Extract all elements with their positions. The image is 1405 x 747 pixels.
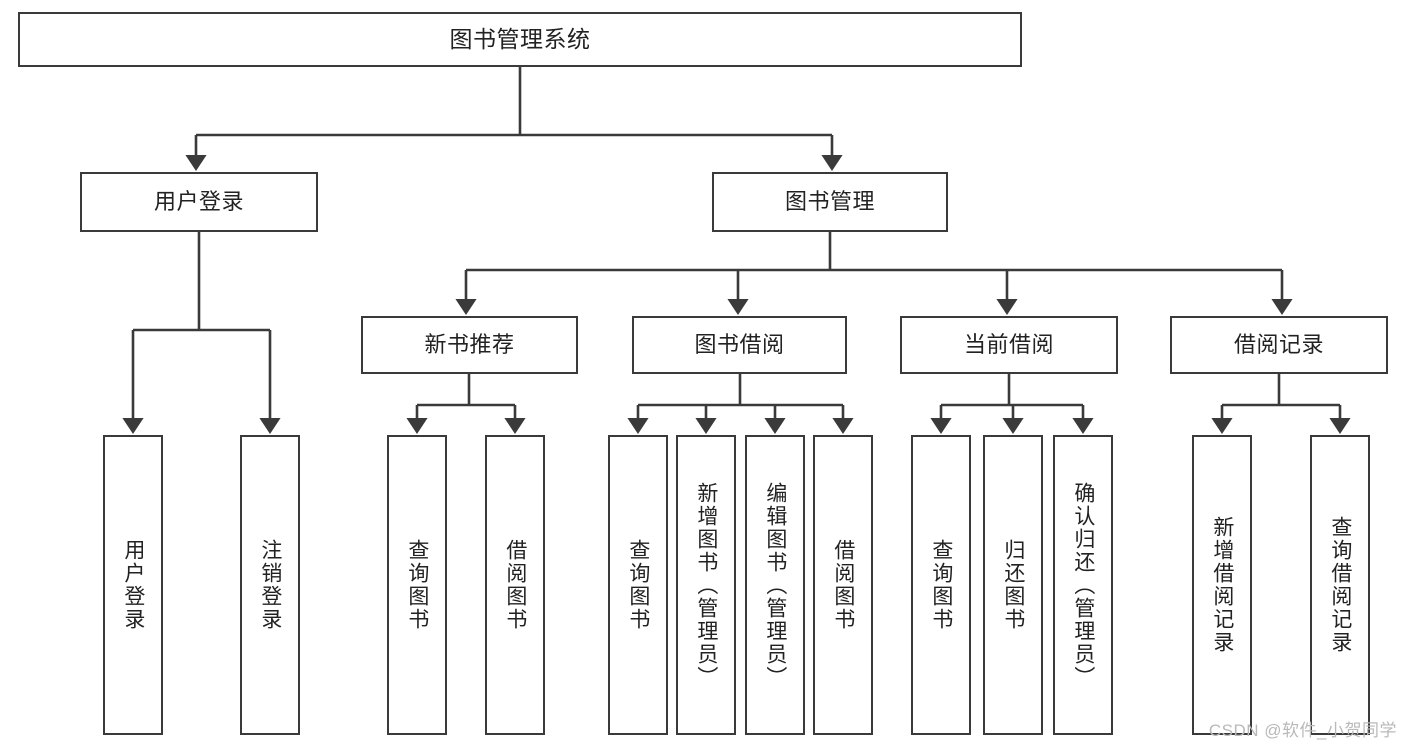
leaf-add-book-admin-label: 新增图书（管理员） [694, 481, 718, 689]
node-book-management[interactable]: 图书管理 [712, 172, 948, 232]
node-borrow-record[interactable]: 借阅记录 [1170, 316, 1388, 374]
leaf-borrow-book-label: 借阅图书 [831, 539, 855, 631]
leaf-user-login[interactable]: 用户登录 [103, 435, 163, 735]
node-root[interactable]: 图书管理系统 [18, 12, 1022, 67]
leaf-confirm-return-admin-label: 确认归还（管理员） [1071, 481, 1095, 689]
watermark-text: CSDN @软件_小贺同学 [1208, 721, 1397, 740]
node-current-borrow[interactable]: 当前借阅 [900, 316, 1118, 374]
leaf-confirm-return-admin[interactable]: 确认归还（管理员） [1053, 435, 1113, 735]
leaf-return-book[interactable]: 归还图书 [983, 435, 1043, 735]
leaf-query-borrow-record[interactable]: 查询借阅记录 [1310, 435, 1370, 735]
leaf-user-logout[interactable]: 注销登录 [240, 435, 300, 735]
leaf-query-book-borrow[interactable]: 查询图书 [608, 435, 668, 735]
node-new-book-recommend-label: 新书推荐 [424, 331, 515, 357]
node-book-borrow[interactable]: 图书借阅 [632, 316, 847, 374]
leaf-add-borrow-record-label: 新增借阅记录 [1210, 516, 1234, 654]
leaf-query-book-current[interactable]: 查询图书 [911, 435, 971, 735]
leaf-query-book-borrow-label: 查询图书 [626, 539, 650, 631]
leaf-borrow-book-recommend[interactable]: 借阅图书 [485, 435, 545, 735]
node-root-label: 图书管理系统 [449, 25, 591, 52]
leaf-return-book-label: 归还图书 [1001, 539, 1025, 631]
node-borrow-record-label: 借阅记录 [1233, 331, 1324, 357]
leaf-query-book-recommend[interactable]: 查询图书 [387, 435, 447, 735]
node-book-borrow-label: 图书借阅 [694, 331, 785, 357]
leaf-edit-book-admin[interactable]: 编辑图书（管理员） [745, 435, 805, 735]
leaf-add-book-admin[interactable]: 新增图书（管理员） [676, 435, 736, 735]
node-current-borrow-label: 当前借阅 [963, 331, 1054, 357]
node-user-login-label: 用户登录 [153, 188, 244, 214]
node-book-management-label: 图书管理 [784, 188, 875, 214]
leaf-borrow-book[interactable]: 借阅图书 [813, 435, 873, 735]
leaf-edit-book-admin-label: 编辑图书（管理员） [763, 481, 787, 689]
leaf-query-book-current-label: 查询图书 [929, 539, 953, 631]
leaf-query-borrow-record-label: 查询借阅记录 [1328, 516, 1352, 654]
leaf-user-logout-label: 注销登录 [258, 539, 282, 631]
node-user-login[interactable]: 用户登录 [80, 172, 318, 232]
leaf-query-book-recommend-label: 查询图书 [405, 539, 429, 631]
leaf-add-borrow-record[interactable]: 新增借阅记录 [1192, 435, 1252, 735]
node-new-book-recommend[interactable]: 新书推荐 [361, 316, 578, 374]
leaf-user-login-label: 用户登录 [121, 539, 145, 631]
leaf-borrow-book-recommend-label: 借阅图书 [503, 539, 527, 631]
